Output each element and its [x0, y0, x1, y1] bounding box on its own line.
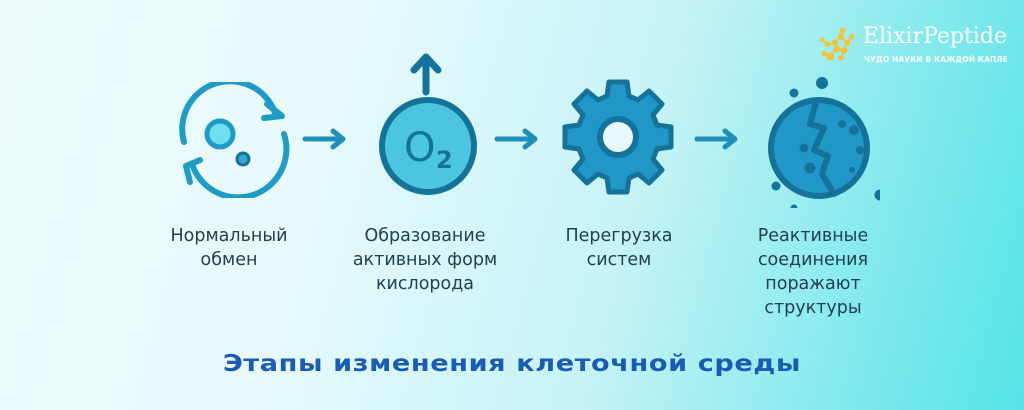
svg-text:O: O — [404, 125, 435, 171]
step-label-normal-metabolism: Нормальный обмен — [170, 226, 288, 270]
cycle-icon — [179, 82, 290, 198]
arrow-right-icon — [494, 128, 538, 150]
step-label-ros-formation: Образование активных форм кислорода — [352, 226, 498, 294]
brand-logo: ElixirPeptide ЧУДО НАУКИ В КАЖДОЙ КАПЛЕ — [815, 22, 1020, 70]
svg-text:2: 2 — [436, 146, 453, 174]
oxygen-o2-icon: O 2 — [379, 53, 477, 195]
cracked-cell-icon — [768, 77, 880, 208]
molecule-icon — [820, 27, 855, 61]
step-label-system-overload: Перегрузка систем — [565, 226, 673, 270]
brand-tagline: ЧУДО НАУКИ В КАЖДОЙ КАПЛЕ — [864, 55, 1008, 64]
diagram-title: Этапы изменения клеточной среды — [222, 351, 802, 377]
arrow-right-icon — [694, 128, 738, 150]
gear-icon — [562, 79, 674, 195]
brand-name: ElixirPeptide — [863, 24, 1007, 49]
step-label-reactive-damage: Реактивные соединения поражают структуры — [757, 226, 869, 318]
arrow-right-icon — [302, 128, 346, 150]
